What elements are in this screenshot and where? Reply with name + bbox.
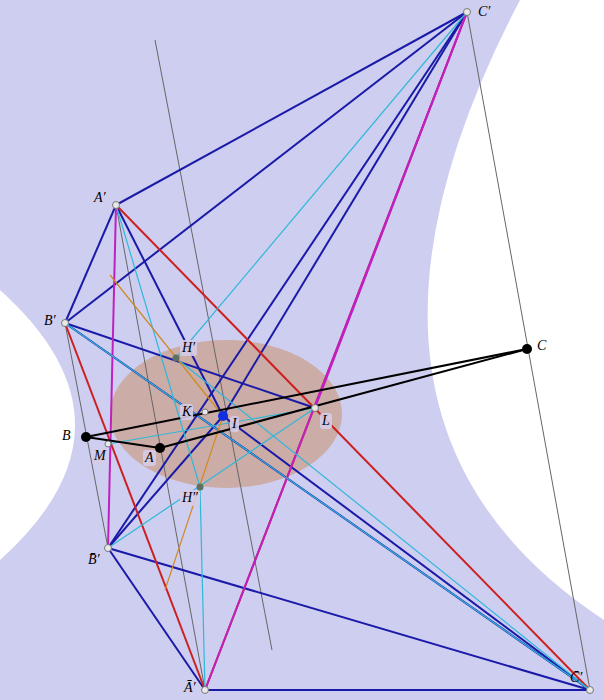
point-label: B̄′ [86,552,102,568]
point-label: C′ [476,4,492,20]
point-label: I [230,416,239,432]
point-label: A [143,450,156,466]
point-label: H′ [180,340,197,356]
point-label: L [320,413,332,429]
point-label: A′ [92,190,108,206]
point-label: Ā′ [182,680,198,696]
point-label: B′ [42,313,58,329]
point-label: M [92,448,108,464]
point-label: K [180,404,193,420]
point-label: B [60,428,73,444]
point-label: C [535,338,548,354]
point-label: C̄′ [568,670,584,686]
point-label: H″ [180,490,200,506]
